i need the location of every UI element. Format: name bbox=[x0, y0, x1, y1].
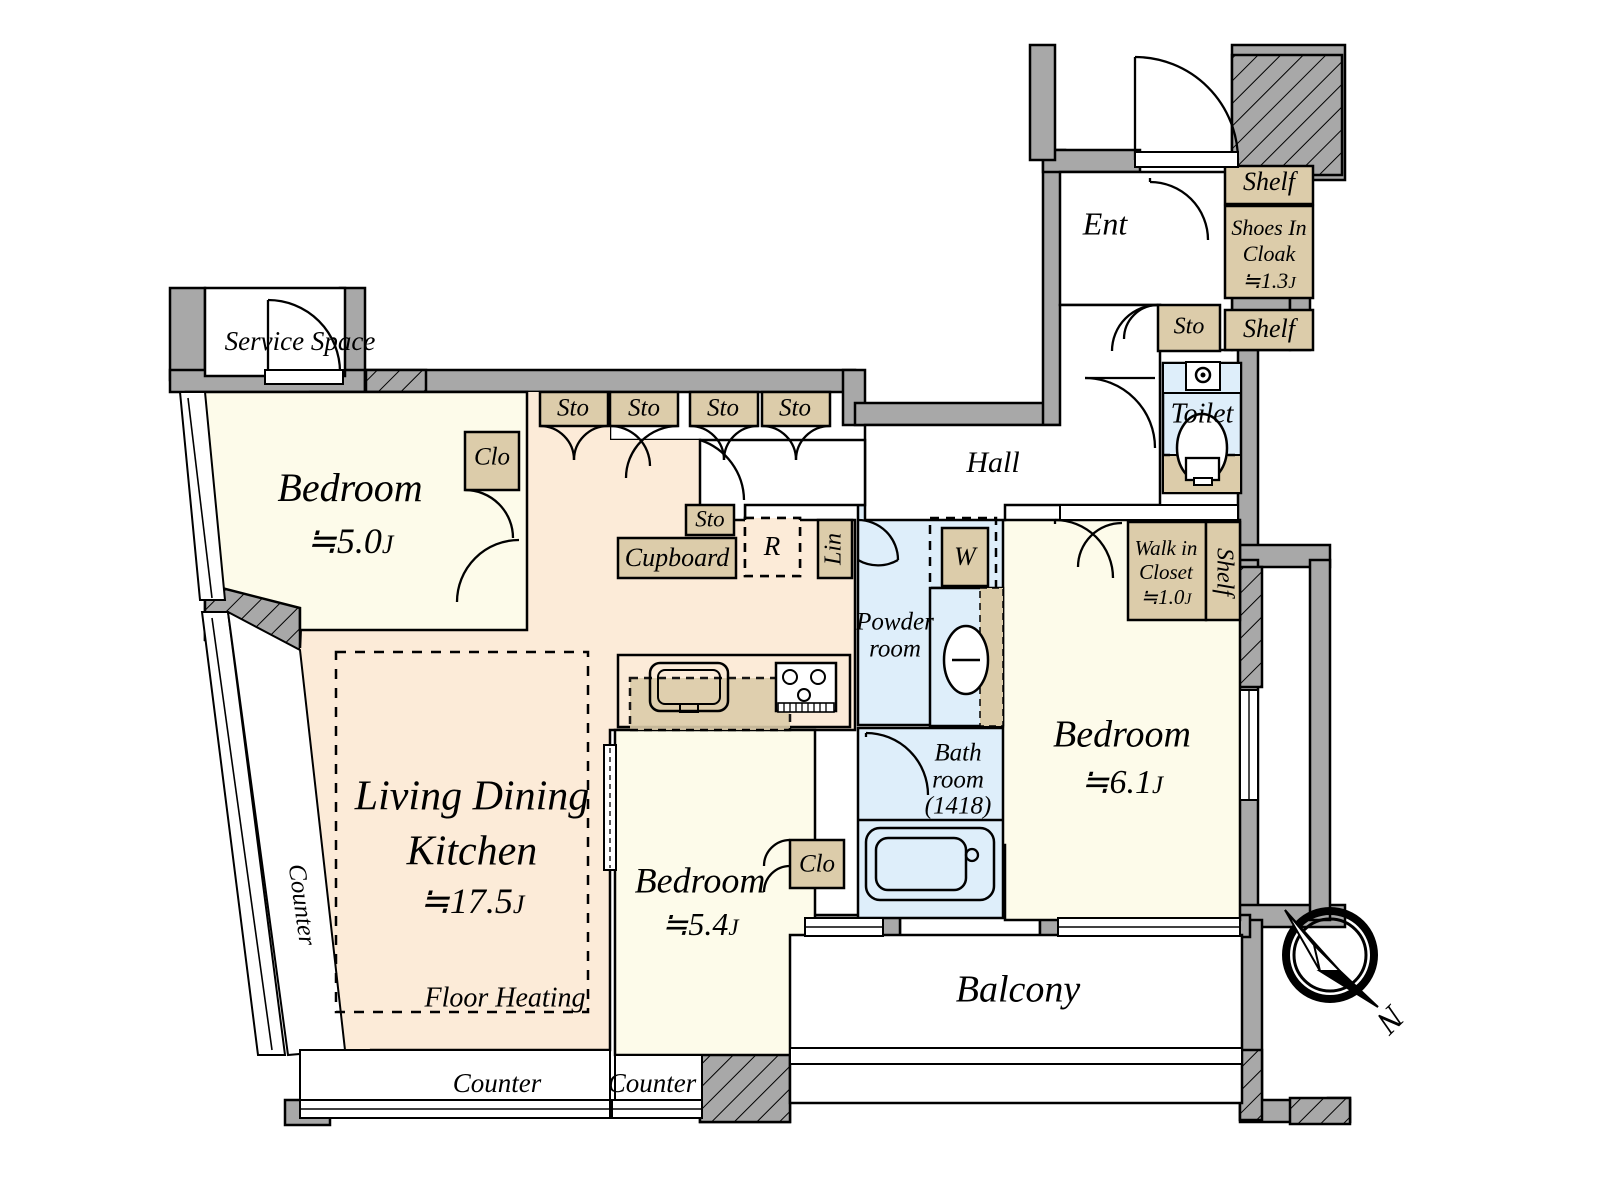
label-ldk-line2: Kitchen bbox=[406, 829, 538, 875]
room-labels: Service Space Bedroom ≒5.0J Living Dinin… bbox=[225, 205, 1235, 1013]
label-sto-3: Sto bbox=[707, 395, 739, 422]
label-shoes-cloak-l2: Cloak bbox=[1243, 241, 1297, 266]
label-sto-1: Sto bbox=[557, 395, 589, 422]
label-appliance-washer: W bbox=[954, 542, 978, 571]
label-appliance-fridge: R bbox=[763, 531, 781, 561]
area-value-cloak: 1.3 bbox=[1261, 268, 1289, 293]
label-shelf-top: Shelf bbox=[1243, 167, 1299, 196]
compass-rose: N bbox=[1282, 907, 1412, 1042]
room-bedroom-s bbox=[613, 728, 817, 1057]
label-clo-nw: Clo bbox=[474, 444, 510, 471]
sanitary-fixtures bbox=[858, 412, 1229, 902]
approx-sign-wic: ≒ bbox=[1141, 585, 1159, 609]
ldk-bedroom-partition bbox=[603, 744, 617, 871]
storage-boxes bbox=[463, 164, 1315, 890]
label-cupboard: Cupboard bbox=[625, 543, 730, 572]
label-counter-south-2: Counter bbox=[608, 1068, 697, 1098]
label-bath-line2: room bbox=[932, 767, 984, 794]
area-unit-nw: J bbox=[382, 530, 395, 559]
storage-cupboard bbox=[616, 536, 738, 580]
area-value-wic: 1.0 bbox=[1158, 585, 1185, 609]
label-bedroom-nw-name: Bedroom bbox=[277, 465, 422, 510]
door-swings bbox=[266, 55, 1240, 893]
balcony-rail bbox=[789, 1047, 1243, 1065]
storage-lin bbox=[816, 518, 854, 580]
area-unit-s: J bbox=[728, 915, 740, 940]
area-unit-cloak: J bbox=[1288, 273, 1297, 292]
label-sto-4: Sto bbox=[779, 395, 811, 422]
area-value-nw: 5.0 bbox=[337, 521, 382, 561]
label-toilet: Toilet bbox=[1171, 398, 1235, 429]
label-lin: Lin bbox=[821, 533, 847, 566]
approx-sign-nw: ≒ bbox=[307, 521, 338, 561]
hall-corridor-lower bbox=[1059, 504, 1239, 521]
storage-labels: Shelf Shoes In Cloak ≒1.3J Shelf Sto Wal… bbox=[474, 167, 1307, 878]
label-shoes-cloak-l1: Shoes In bbox=[1231, 215, 1306, 240]
label-bedroom-s-area: ≒5.4J bbox=[661, 906, 740, 942]
storage-sto-ent bbox=[1156, 303, 1222, 353]
compass-needle-south bbox=[1284, 909, 1321, 972]
appliance-fridge-fill bbox=[745, 518, 800, 576]
storage-sto-4 bbox=[760, 390, 832, 428]
area-unit-ldk: J bbox=[513, 890, 526, 919]
appliance-washer-box bbox=[940, 526, 990, 588]
area-unit-wic: J bbox=[1184, 591, 1192, 608]
label-bedroom-e-name: Bedroom bbox=[1053, 714, 1191, 756]
approx-sign-s: ≒ bbox=[661, 906, 689, 942]
label-ent: Ent bbox=[1082, 205, 1129, 241]
room-balcony bbox=[788, 933, 1244, 1105]
storage-sto-1 bbox=[538, 390, 610, 428]
area-value-s: 5.4 bbox=[688, 906, 728, 942]
room-service-space bbox=[203, 286, 347, 378]
label-bath-line1: Bath bbox=[934, 740, 981, 767]
label-sto-ent: Sto bbox=[1174, 314, 1205, 340]
label-bath-size: (1418) bbox=[925, 793, 992, 820]
approx-sign-ldk: ≒ bbox=[420, 881, 451, 921]
storage-shelf-wic bbox=[1204, 520, 1242, 622]
label-shelf-bottom: Shelf bbox=[1243, 314, 1299, 343]
storage-shoes-in-cloak bbox=[1223, 204, 1315, 300]
label-bedroom-s-name: Bedroom bbox=[635, 860, 766, 900]
label-sto-5: Sto bbox=[695, 506, 724, 531]
label-clo-s: Clo bbox=[799, 851, 835, 878]
storage-clo-s bbox=[788, 838, 846, 890]
storage-sto-2 bbox=[608, 390, 680, 428]
label-walk-in-closet-l2: Closet bbox=[1139, 560, 1194, 584]
label-bedroom-e-area: ≒6.1J bbox=[1081, 764, 1165, 801]
area-value-ldk: 17.5 bbox=[450, 881, 513, 921]
area-unit-e: J bbox=[1152, 772, 1165, 799]
storage-sto-5 bbox=[684, 503, 736, 537]
label-counter-south-1: Counter bbox=[453, 1068, 542, 1098]
storage-shelf-bottom bbox=[1223, 308, 1315, 352]
label-shelf-wic: Shelf bbox=[1211, 548, 1237, 599]
storage-walk-in-closet bbox=[1126, 520, 1208, 622]
label-powder-line2: room bbox=[869, 636, 921, 663]
label-hall: Hall bbox=[965, 446, 1019, 479]
label-service-space: Service Space bbox=[225, 326, 376, 356]
storage-sto-3 bbox=[688, 390, 760, 428]
kitchen-counter bbox=[616, 653, 852, 732]
room-hall bbox=[863, 303, 1162, 522]
label-walk-in-closet-l1: Walk in bbox=[1135, 536, 1198, 560]
label-powder-line1: Powder bbox=[855, 609, 934, 636]
approx-sign-cloak: ≒ bbox=[1242, 268, 1261, 293]
label-balcony: Balcony bbox=[956, 969, 1081, 1011]
windows-and-sliders bbox=[178, 151, 1259, 1119]
label-ldk-line1: Living Dining bbox=[354, 774, 590, 820]
label-floor-heating: Floor Heating bbox=[424, 982, 586, 1013]
label-ldk-area: ≒17.5J bbox=[420, 881, 526, 921]
storage-shelf-top bbox=[1223, 164, 1315, 206]
label-bedroom-nw-area: ≒5.0J bbox=[307, 521, 395, 561]
compass-tail bbox=[1316, 970, 1379, 1008]
area-value-e: 6.1 bbox=[1109, 764, 1152, 801]
label-shoes-cloak-area: ≒1.3J bbox=[1242, 268, 1297, 293]
storage-clo-nw bbox=[463, 430, 521, 492]
approx-sign-e: ≒ bbox=[1081, 764, 1110, 801]
label-walk-in-closet-area: ≒1.0J bbox=[1141, 585, 1193, 609]
label-sto-2: Sto bbox=[628, 395, 660, 422]
